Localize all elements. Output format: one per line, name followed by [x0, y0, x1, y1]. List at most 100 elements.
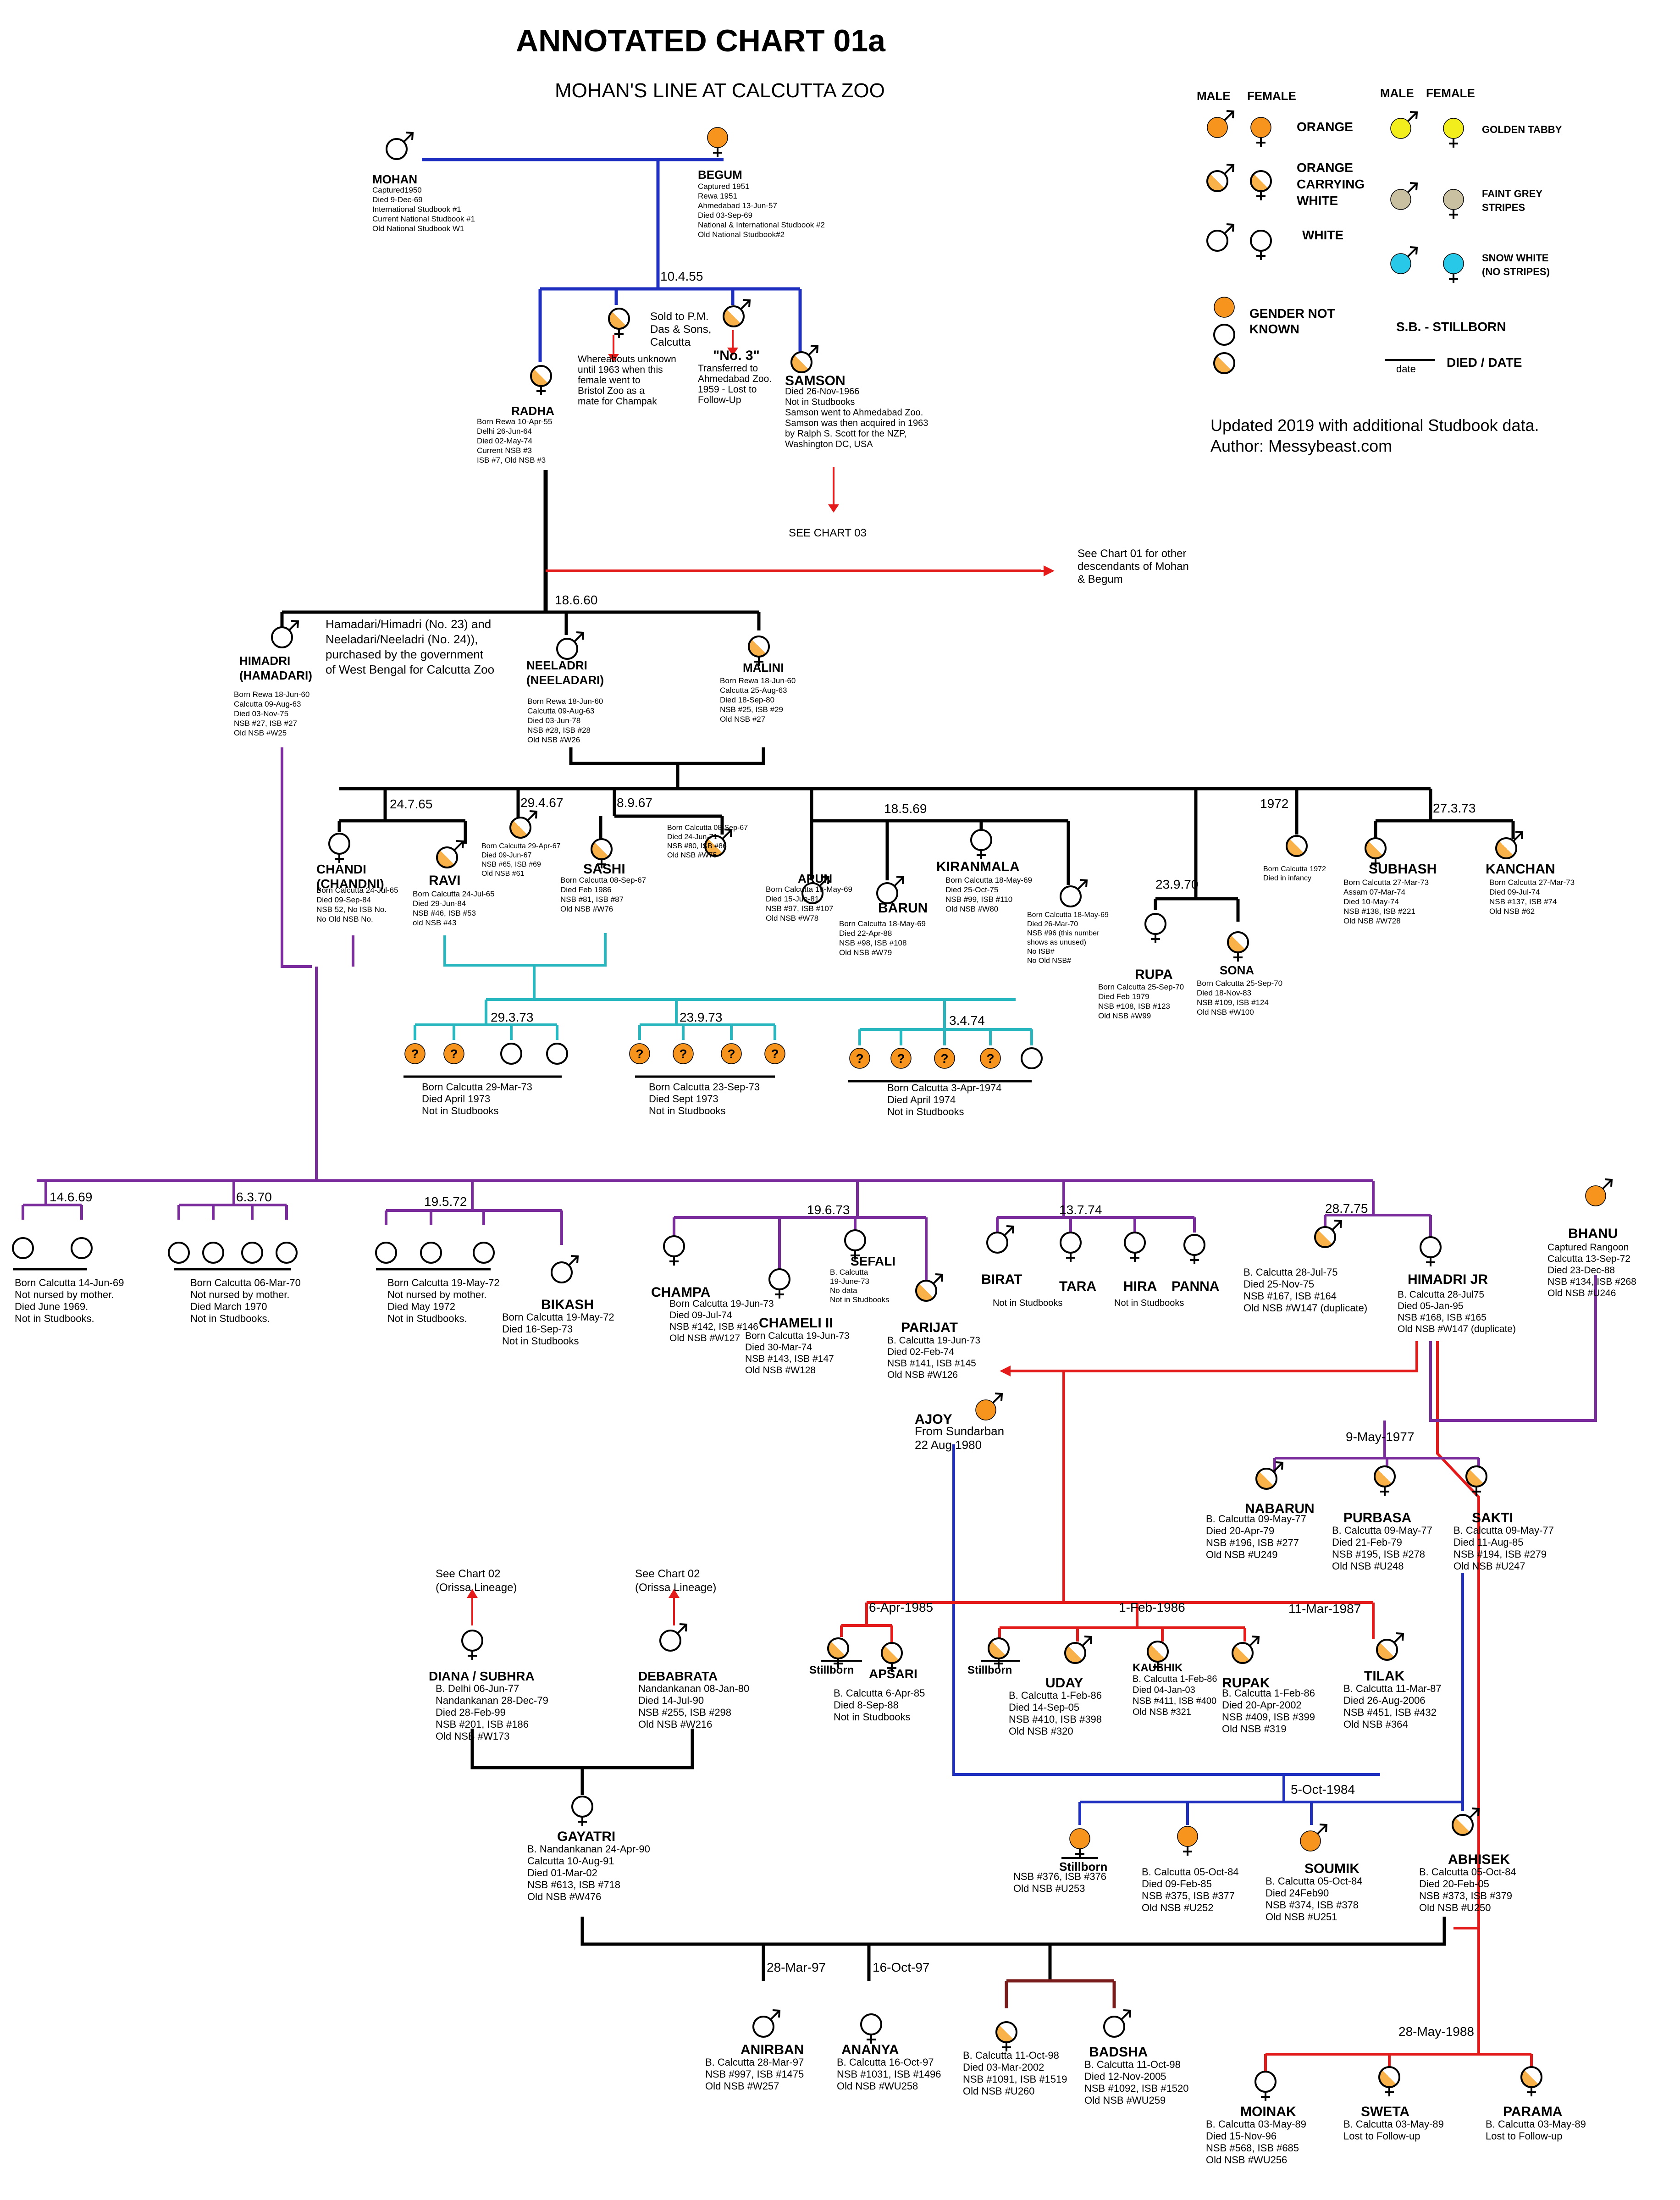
symbol-circle [202, 1242, 224, 1264]
parijat-name: PARIJAT [901, 1320, 958, 1335]
legend-snow-line: (NO STRIPES) [1482, 266, 1550, 277]
sold-note: Sold to P.M. [650, 310, 709, 323]
anirban-name: ANIRBAN [741, 2042, 804, 2057]
symbol-circle [1250, 170, 1272, 192]
teal3-info-line: Not in Studbooks [887, 1106, 964, 1117]
diana-name: DIANA / SUBHRA [429, 1669, 535, 1683]
hira-name: HIRA [1123, 1279, 1157, 1294]
neeladri-info-line: Calcutta 09-Aug-63 [527, 707, 594, 715]
abhisek-info-line: Old NSB #U250 [1419, 1902, 1491, 1913]
rupa-info-line: Old NSB #W99 [1098, 1012, 1151, 1020]
radha-info-line: ISB #7, Old NSB #3 [477, 456, 546, 464]
date-label: 8.9.67 [617, 796, 652, 810]
teal2-2-symbol: ? [721, 1043, 742, 1064]
symbol-circle [764, 1043, 785, 1064]
champa-info-line: Died 09-Jul-74 [669, 1310, 732, 1321]
male-arrow [526, 811, 537, 822]
p2-2-symbol [241, 1242, 263, 1264]
radha-info-line: Born Rewa 10-Apr-55 [477, 417, 552, 426]
teal2-info-line: Born Calcutta 23-Sep-73 [649, 1081, 760, 1093]
rupa-info-line: NSB #108, ISB #123 [1098, 1002, 1170, 1011]
symbol-circle [1250, 117, 1271, 138]
radha-symbol [530, 365, 552, 395]
ravi-info-line: NSB #46, ISB #53 [413, 909, 476, 918]
malini-name: MALINI [743, 661, 784, 674]
whereabouts-note: female went to [578, 375, 641, 386]
tara-symbol [1060, 1232, 1082, 1262]
male-arrow-head [742, 299, 751, 308]
stillborn3-info-line: Old NSB #U253 [1013, 1883, 1085, 1894]
symbol-circle [436, 846, 458, 868]
mohan-info-line: Old National Studbook W1 [372, 224, 464, 233]
p3-info-line: Died May 1972 [387, 1301, 455, 1312]
debabrata-symbol [659, 1623, 688, 1652]
date-label: 3.4.74 [949, 1013, 985, 1028]
no3-note: 1959 - Lost to [698, 384, 757, 395]
champa-symbol [663, 1235, 685, 1266]
mohan-info-line: Current National Studbook #1 [372, 215, 475, 223]
kanchan-info-line: Born Calcutta 27-Mar-73 [1489, 878, 1575, 887]
p2-info-line: Not nursed by mother. [190, 1289, 289, 1300]
arun-info-line: NSB #97, ISB #107 [766, 904, 833, 913]
barun-name: BARUN [878, 901, 928, 916]
birat-name: BIRAT [981, 1272, 1022, 1287]
mohan-info-line: International Studbook #1 [372, 205, 461, 214]
symbol-circle [1314, 1226, 1336, 1248]
diana-info-line: Nandankanan 28-Dec-79 [436, 1695, 548, 1706]
symbol-circle [500, 1043, 522, 1065]
unknown-mark: ? [679, 1047, 687, 1061]
chandi-info-line: Born Calcutta 24-Jul-65 [316, 886, 398, 895]
teal1-1-symbol: ? [443, 1043, 464, 1064]
apsari-symbol [881, 1642, 903, 1672]
connector-line [1436, 1341, 1480, 2054]
no3-male-symbol [723, 299, 751, 327]
symbol-circle [168, 1242, 190, 1264]
anirban-info-line: Old NSB #W257 [705, 2080, 779, 2092]
malini-info-line: NSB #25, ISB #29 [720, 705, 783, 714]
unknown-mark: ? [727, 1047, 735, 1061]
kanchan-info-line: NSB #137, ISB #74 [1489, 897, 1557, 906]
gayatri-symbol [571, 1796, 593, 1826]
legend-grey-male-symbol [1390, 182, 1418, 210]
sakti-info-line: Died 11-Aug-85 [1453, 1537, 1523, 1548]
symbol-circle [707, 127, 728, 148]
tilak-name: TILAK [1364, 1669, 1405, 1684]
symbol-circle [663, 1235, 685, 1257]
sona-symbol [1227, 931, 1249, 962]
badsha-symbol [1103, 2009, 1132, 2038]
whereabouts-note: mate for Champak [578, 396, 657, 407]
teal3-1-symbol: ? [890, 1048, 912, 1069]
champa-name: CHAMPA [651, 1285, 710, 1300]
symbol-circle [790, 351, 812, 373]
debabrata-info-line: Nandankanan 08-Jan-80 [638, 1683, 749, 1694]
male-arrow [1407, 247, 1417, 258]
mohan-symbol [386, 132, 414, 160]
begum-info-line: Died 03-Sep-69 [698, 211, 752, 220]
barun-info-line: Died 22-Apr-88 [839, 929, 892, 938]
c8967-info-line: Old NSB #W75 [667, 851, 717, 859]
male-arrow [1223, 165, 1234, 175]
male-arrow-head [821, 876, 830, 884]
male-arrow [1003, 1226, 1014, 1237]
sona-info-line: Born Calcutta 25-Sep-70 [1197, 979, 1282, 988]
male-arrow [1120, 2010, 1131, 2021]
sold-female-symbol [608, 308, 630, 338]
legend-unknown-line: KNOWN [1249, 322, 1299, 336]
male-arrow [1316, 1824, 1327, 1835]
hira-symbol [1124, 1232, 1146, 1262]
sakti-info-line: B. Calcutta 09-May-77 [1453, 1525, 1554, 1536]
male-arrow [1469, 1808, 1479, 1819]
legend-snow-female-symbol [1443, 253, 1464, 283]
symbol-circle [980, 1048, 1001, 1069]
bhanu-info-line: Calcutta 13-Sep-72 [1547, 1254, 1630, 1264]
nabarun-info-line: Old NSB #U249 [1206, 1549, 1278, 1560]
symbol-circle [934, 1048, 955, 1069]
parijat-info-line: Died 02-Feb-74 [887, 1347, 954, 1357]
anirban-info-line: NSB #997, ISB #1475 [705, 2068, 804, 2080]
badsha-info-line: Old NSB #WU259 [1084, 2095, 1166, 2106]
legend-carrying-line: ORANGE [1297, 160, 1353, 175]
p2-3-symbol [276, 1242, 298, 1264]
date-label: 9-May-1977 [1346, 1430, 1414, 1444]
symbol-circle [1452, 1814, 1474, 1836]
symbol-circle [71, 1237, 93, 1259]
